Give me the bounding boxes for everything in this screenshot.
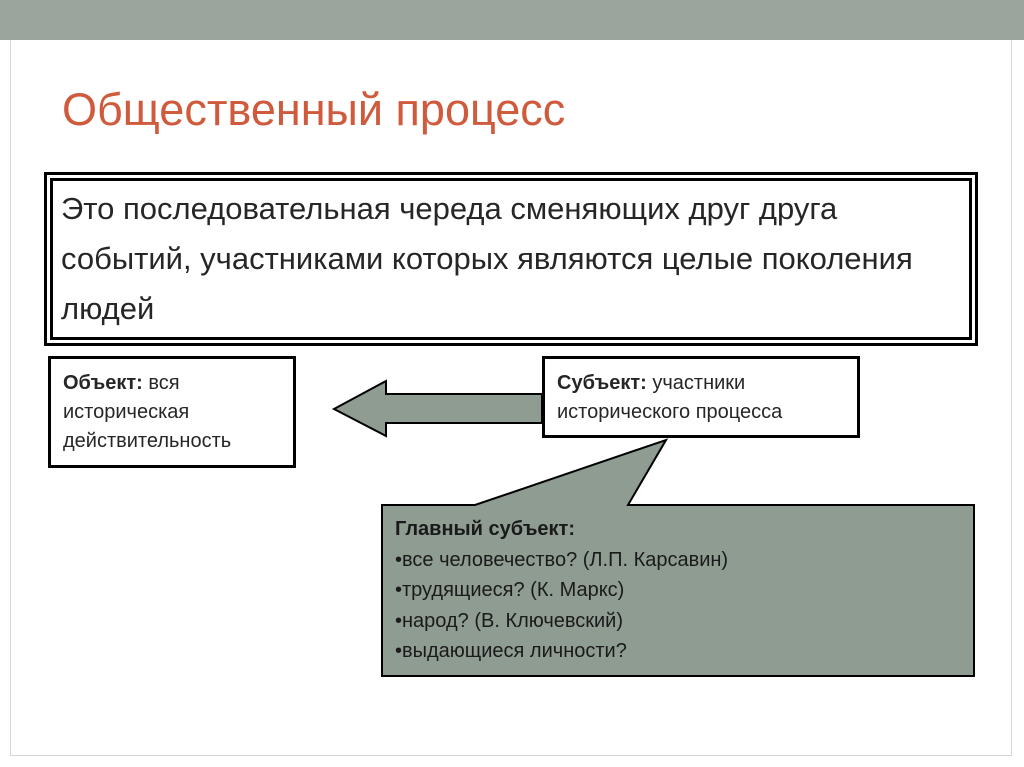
callout-item: •выдающиеся личности?	[395, 640, 627, 662]
object-description: вся историческая действительность	[63, 372, 232, 452]
subject-label: Субъект:	[557, 372, 647, 394]
callout-heading: Главный субъект:	[395, 518, 575, 540]
slide-frame	[10, 40, 1012, 756]
object-label: Объект:	[63, 372, 143, 394]
definition-box: Это последовательная череда сменяющих др…	[44, 172, 978, 346]
callout-item: •трудящиеся? (К. Маркс)	[395, 579, 625, 601]
callout-content: Главный субъект: •все человечество? (Л.П…	[395, 514, 965, 667]
slide-title: Общественный процесс	[62, 84, 566, 135]
callout-item: •народ? (В. Ключевский)	[395, 609, 624, 632]
subject-text: Субъект: участники исторического процесс…	[557, 369, 857, 427]
object-box: Объект: вся историческая действительност…	[48, 356, 296, 468]
object-text: Объект: вся историческая действительност…	[63, 369, 293, 456]
left-arrow	[331, 379, 543, 438]
callout-item: •все человечество? (Л.П. Карсавин)	[395, 548, 729, 571]
top-bar	[0, 0, 1024, 40]
subject-box: Субъект: участники исторического процесс…	[542, 356, 860, 438]
subject-description: участники исторического процесса	[557, 372, 783, 423]
main-subject-callout	[381, 438, 975, 677]
